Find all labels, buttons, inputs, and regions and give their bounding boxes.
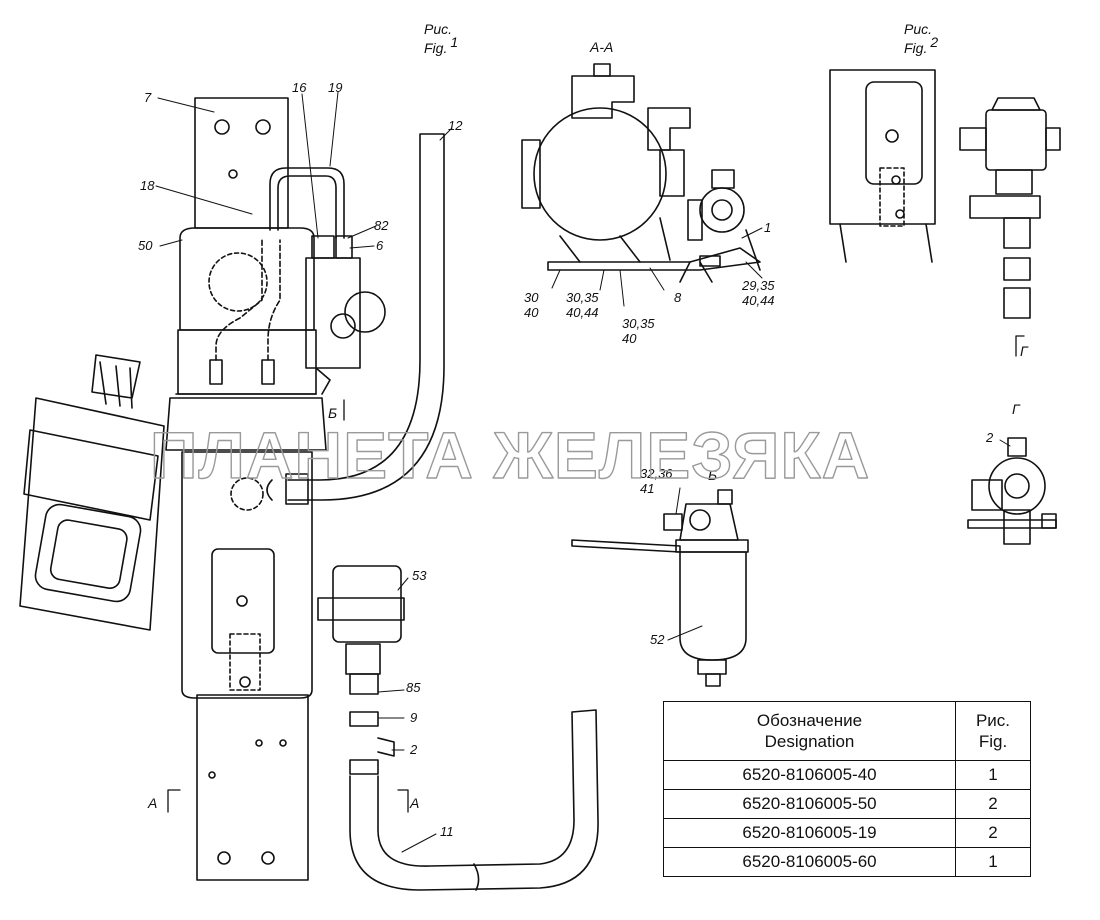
watermark-text: ПЛАНЕТА ЖЕЛЕЗЯКА — [150, 418, 870, 492]
designation-cell: 6520-8106005-40 — [663, 760, 956, 790]
callout-82: 82 — [374, 218, 389, 233]
callout-11: 11 — [440, 824, 454, 839]
table-row: 6520-8106005-19 2 — [663, 818, 1031, 848]
fig1-assembly — [19, 97, 599, 891]
section-mark-a-right: А — [409, 795, 419, 811]
fig1-caption: Рис.Fig.1 — [424, 21, 458, 56]
callout-52: 52 — [650, 632, 665, 647]
bracket-lower — [196, 694, 309, 881]
pump-53 — [332, 565, 402, 643]
callout-53: 53 — [412, 568, 427, 583]
designation-header-en: Designation — [764, 732, 855, 751]
callout-1: 1 — [764, 220, 771, 235]
callout-7: 7 — [144, 90, 152, 105]
view-b-filter-52 — [571, 489, 749, 687]
view-g-title: Г — [1012, 401, 1021, 417]
callout-16: 16 — [292, 80, 307, 95]
section-mark-a-left: А — [147, 795, 157, 811]
fig2-caption: Рис.Fig.2 — [904, 21, 938, 56]
callout-6: 6 — [376, 238, 384, 253]
callout-2-view-g: 2 — [985, 430, 994, 445]
view-b-title: Б — [708, 467, 717, 483]
filter-housing-50 — [179, 227, 315, 331]
bracket-plate — [194, 97, 289, 229]
section-aa-title: А-А — [589, 39, 613, 55]
spec-header-row: Обозначение Designation Рис. Fig. — [663, 701, 1031, 761]
fig-header-ru: Рис. — [975, 711, 1011, 730]
designation-header: Обозначение Designation — [663, 701, 956, 761]
table-row: 6520-8106005-50 2 — [663, 789, 1031, 819]
fig-cell: 2 — [955, 818, 1031, 848]
specification-table: Обозначение Designation Рис. Fig. 6520-8… — [663, 701, 1031, 877]
hose-11 — [349, 709, 599, 891]
view-g — [967, 437, 1057, 545]
fig-cell: 1 — [955, 847, 1031, 877]
fig-cell: 2 — [955, 789, 1031, 819]
leader-lines — [155, 91, 1011, 853]
fig-header-en: Fig. — [978, 732, 1008, 751]
housing-window — [208, 252, 268, 312]
hose-12 — [287, 133, 445, 501]
designation-cell: 6520-8106005-50 — [663, 789, 956, 819]
callout-50: 50 — [138, 238, 153, 253]
callout-18: 18 — [140, 178, 155, 193]
fuel-hose-19 — [269, 167, 345, 239]
side-filter-box — [19, 354, 165, 631]
section-aa-view — [521, 63, 761, 283]
designation-header-ru: Обозначение — [756, 711, 863, 730]
table-row: 6520-8106005-40 1 — [663, 760, 1031, 790]
designation-cell: 6520-8106005-60 — [663, 847, 956, 877]
table-row: 6520-8106005-60 1 — [663, 847, 1031, 877]
callout-labels: 7 16 19 12 18 82 6 50 53 85 9 2 11 52 1 … — [138, 21, 1029, 839]
designation-cell: 6520-8106005-19 — [663, 818, 956, 848]
callout-85: 85 — [406, 680, 421, 695]
fig-header: Рис. Fig. — [955, 701, 1031, 761]
view-mark-b: Б — [328, 405, 337, 421]
callout-19: 19 — [328, 80, 342, 95]
fig2-assembly — [829, 69, 1061, 357]
view-mark-g: Г — [1020, 343, 1029, 359]
callout-9: 9 — [410, 710, 417, 725]
callout-2: 2 — [409, 742, 418, 757]
callout-12: 12 — [448, 118, 463, 133]
fig-cell: 1 — [955, 760, 1031, 790]
callout-8: 8 — [674, 290, 682, 305]
fuel-tank — [181, 451, 313, 699]
